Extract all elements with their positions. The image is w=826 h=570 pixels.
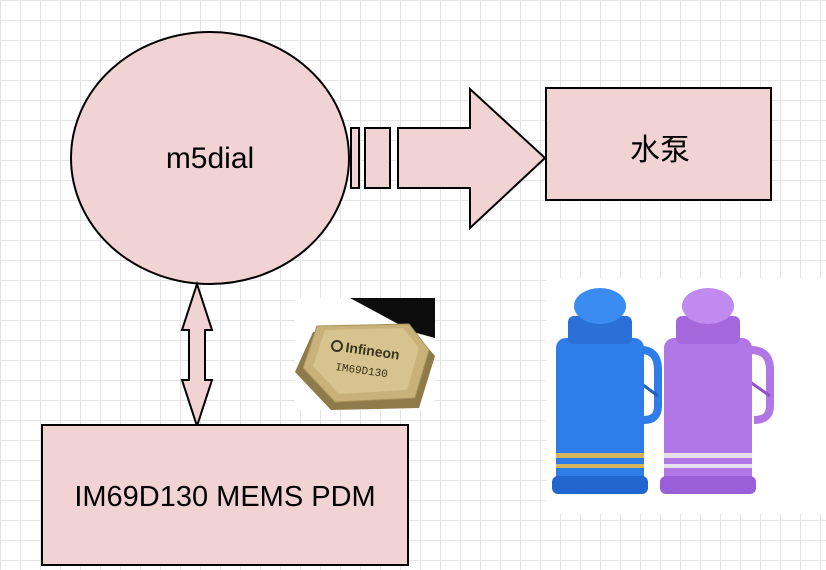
infineon-logo-icon — [331, 340, 343, 352]
blue-thermos-neck — [568, 316, 632, 344]
chip-shadow — [350, 298, 435, 338]
pump-box — [545, 87, 772, 201]
purple-thermos-silver-band-bottom — [664, 464, 752, 468]
blue-thermos-body — [556, 338, 644, 488]
arrow-head — [397, 86, 547, 231]
arrow-tail-segment-1 — [350, 127, 360, 189]
chip-illustration: Infineon IM69D130 — [295, 298, 435, 410]
purple-thermos-base — [660, 476, 756, 494]
purple-thermos-neck — [676, 316, 740, 344]
arrow-controller-to-pump[interactable] — [350, 86, 547, 231]
chip-lid-highlight — [313, 328, 419, 394]
microphone-label: IM69D130 MEMS PDM — [74, 481, 375, 513]
controller-node[interactable]: m5dial — [70, 31, 350, 285]
microphone-box — [41, 424, 409, 566]
controller-label: m5dial — [166, 142, 254, 175]
blue-thermos-gold-band-top — [556, 453, 644, 458]
purple-thermos-handle — [750, 346, 774, 424]
controller-circle — [70, 31, 350, 285]
purple-thermos-silver-band-top — [664, 453, 752, 458]
thermos-photo — [546, 278, 826, 514]
mems-microphone-photo: Infineon IM69D130 — [295, 298, 435, 410]
pump-node[interactable]: 水泵 — [545, 87, 772, 201]
arrow-controller-microphone-bidirectional[interactable] — [180, 280, 214, 430]
blue-thermos-cap — [574, 288, 626, 324]
purple-thermos — [660, 288, 774, 494]
blue-thermos-gold-band-bottom — [556, 464, 644, 468]
microphone-node[interactable]: IM69D130 MEMS PDM — [41, 424, 409, 566]
purple-thermos-cap — [682, 288, 734, 324]
chip-brand-text: Infineon — [345, 339, 401, 362]
blue-thermos — [552, 288, 662, 494]
blue-thermos-handle — [640, 346, 662, 424]
thermos-illustration — [546, 278, 826, 514]
pump-label: 水泵 — [630, 133, 690, 168]
arrow-tail-segment-2 — [364, 127, 391, 189]
purple-thermos-body — [664, 338, 752, 488]
blue-thermos-base — [552, 476, 648, 494]
